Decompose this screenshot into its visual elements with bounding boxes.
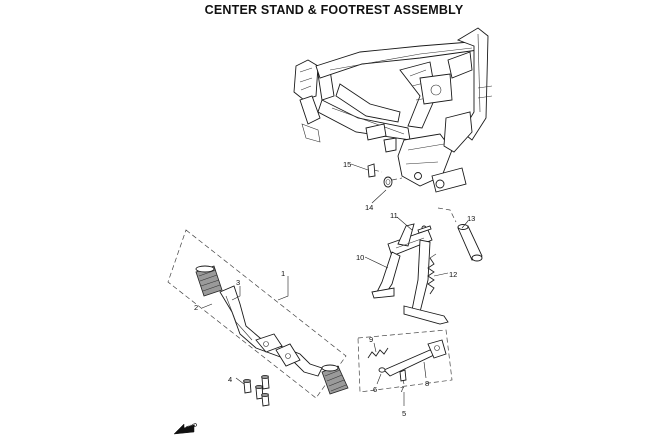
callout-1: 1 xyxy=(281,269,285,278)
callout-10: 10 xyxy=(356,253,364,262)
callout-3: 3 xyxy=(236,278,240,287)
side-stand-bolt-part xyxy=(399,369,407,382)
fwd-arrow-icon xyxy=(173,423,195,435)
footrest-rubber-left-part xyxy=(195,265,223,297)
callout-15: 15 xyxy=(343,160,351,169)
callout-6: 6 xyxy=(373,385,377,394)
callout-2: 2 xyxy=(194,303,198,312)
stand-shaft-part xyxy=(437,207,483,262)
leader-lines xyxy=(201,163,469,406)
frame-assembly xyxy=(293,27,493,193)
callout-11: 11 xyxy=(390,211,398,220)
callout-12: 12 xyxy=(449,270,457,279)
footrest-rubber-right-part xyxy=(321,364,349,395)
side-stand-spring-part xyxy=(367,347,389,359)
side-stand-part xyxy=(383,339,447,377)
callout-9: 9 xyxy=(369,335,373,344)
forward-direction-indicator: FWD xyxy=(173,422,199,435)
mounting-bolts-part xyxy=(243,374,270,407)
pivot-bolt-part xyxy=(367,163,383,178)
callout-5: 5 xyxy=(402,409,406,418)
stand-pin-part xyxy=(417,225,432,234)
callout-14: 14 xyxy=(365,203,373,212)
callout-4: 4 xyxy=(228,375,232,384)
diagram-title: CENTER STAND & FOOTREST ASSEMBLY xyxy=(204,3,464,17)
fwd-label: FWD xyxy=(186,422,199,432)
return-spring-part xyxy=(427,253,437,295)
side-stand-assembly-boundary xyxy=(357,329,453,393)
callout-13: 13 xyxy=(467,214,475,223)
center-stand-part xyxy=(371,223,449,325)
callout-8: 8 xyxy=(425,379,429,388)
callout-7: 7 xyxy=(400,385,404,394)
callout-numbers: 1 2 3 4 5 6 7 8 9 10 11 12 13 14 15 xyxy=(194,160,475,418)
side-stand-washer-part xyxy=(378,367,386,373)
pivot-bushing-part xyxy=(383,176,403,188)
